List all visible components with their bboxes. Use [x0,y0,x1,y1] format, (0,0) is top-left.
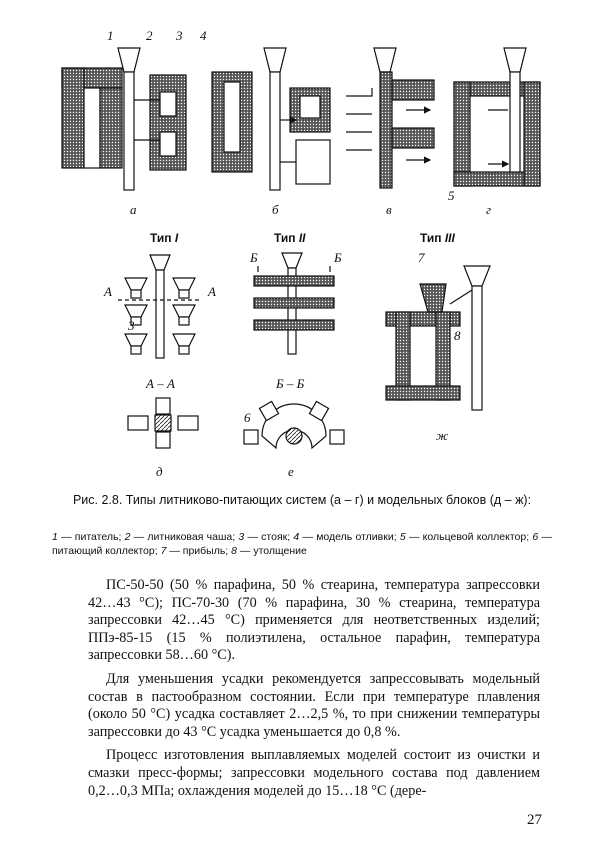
legend-item-7: 7 — прибыль; [160,545,229,557]
legend-item-8: 8 — утолщение [231,545,307,557]
section-marker-a-left: А [103,284,112,299]
callout-4: 4 [200,28,207,43]
callout-6: 6 [244,410,251,425]
legend-item-3: 3 — стояк; [238,531,291,543]
figure-2-8: 1 2 3 4 а б в 5 г Тип I Ти [61,28,541,479]
panel-label-b: б [272,202,279,217]
paragraph-2: Для уменьшения усадки рекомендуется запр… [88,670,540,740]
panel-b-diagram [211,47,331,191]
panel-label-a: а [130,202,137,217]
callout-7: 7 [418,250,425,265]
paragraph-1: ПС-50-50 (50 % парафина, 50 % стеарина, … [88,577,540,664]
section-title-a: А – А [145,376,175,391]
panel-v-diagram [346,47,435,189]
section-marker-b-right: Б [333,250,342,265]
panel-label-d: д [156,464,163,479]
callout-5: 5 [448,188,455,203]
callout-3: 3 [175,28,183,43]
callout-1: 1 [107,28,114,43]
legend-item-5: 5 — кольцевой коллектор; [399,531,530,543]
panel-label-g: г [486,202,491,217]
callout-8: 8 [454,328,461,343]
callout-3-type1: 3 [127,318,135,333]
type-3-block [385,265,491,411]
page-number: 27 [527,812,542,828]
panel-g-diagram [453,47,541,187]
section-marker-a-right: А [207,284,216,299]
section-marker-b-left: Б [249,250,258,265]
legend-item-6: 6 — питающий коллектор; [52,531,552,557]
section-d-view [127,397,199,449]
section-e-view [243,400,345,450]
type-3-label: Тип III [420,231,456,245]
panel-label-e: е [288,464,294,479]
panel-label-zh: ж [436,428,448,443]
panel-label-v: в [386,202,392,217]
legend-item-1: 1 — питатель; [52,531,122,543]
section-title-b: Б – Б [275,376,305,391]
callout-2: 2 [146,28,153,43]
type-1-label: Тип I [150,231,179,245]
type-2-label: Тип II [274,231,306,245]
figure-caption: Рис. 2.8. Типы литниково-питающих систем… [72,493,532,507]
figure-legend: 1 — питатель; 2 — литниковая чаша; 3 — с… [52,530,552,558]
panel-a-diagram [61,47,187,191]
legend-item-4: 4 — модель отливки; [293,531,397,543]
paragraph-3: Процесс изготовления выплавляемых моделе… [88,747,540,799]
type-1-block [118,254,202,359]
legend-item-2: 2 — литниковая чаша; [124,531,236,543]
body-text: ПС-50-50 (50 % парафина, 50 % стеарина, … [88,577,540,806]
type-2-block [253,252,335,355]
